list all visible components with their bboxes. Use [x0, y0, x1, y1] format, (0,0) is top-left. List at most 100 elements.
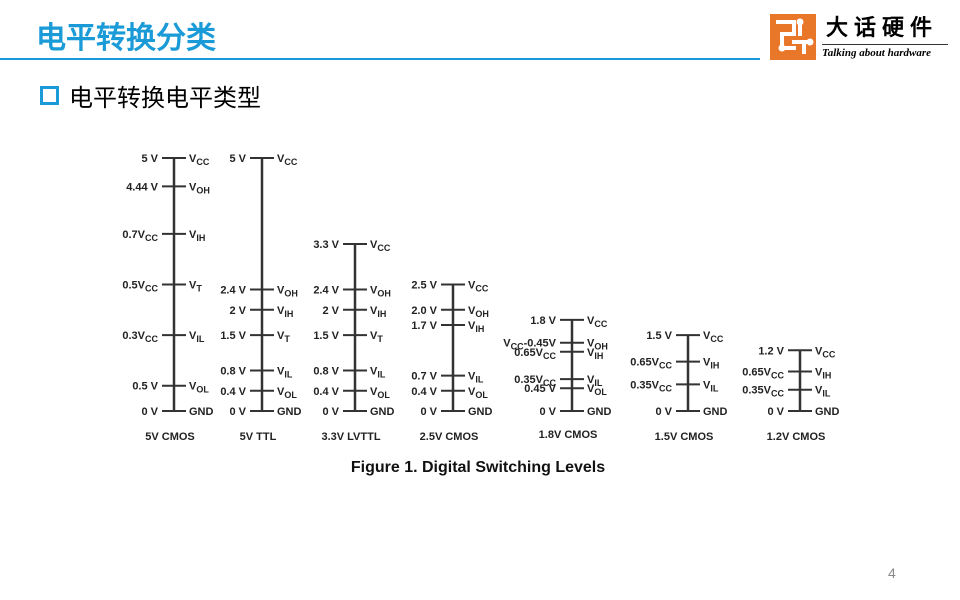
level-right-label: GND [468, 406, 493, 418]
level-left-label: 0 V [229, 406, 246, 418]
level-left-value: 1.5 V [220, 330, 246, 342]
level-right-label: GND [370, 406, 395, 418]
level-right-symbol: GND [587, 406, 612, 418]
level-right-subscript: IH [710, 361, 719, 371]
level-left-subscript: CC [659, 383, 672, 393]
level-right-symbol: V [277, 330, 285, 342]
level-right-symbol: V [587, 383, 595, 395]
level-right-label: VOL [277, 386, 297, 400]
level-right-symbol: V [189, 153, 197, 165]
level-right-label: GND [703, 406, 728, 418]
level-left-value: 2 V [322, 305, 339, 317]
level-right-symbol: V [468, 320, 476, 332]
level-left-subscript: CC [659, 361, 672, 371]
level-right-label: VT [189, 280, 202, 294]
level-left-value: V [503, 338, 511, 350]
level-right-symbol: GND [370, 406, 395, 418]
level-left-value: 0 V [767, 406, 784, 418]
level-right-label: VIH [189, 229, 205, 243]
level-left-label: 0.35VCC [514, 374, 556, 388]
level-right-label: VIH [370, 305, 386, 319]
level-left-value: 1.5 V [313, 330, 339, 342]
level-right-subscript: OL [475, 390, 488, 400]
level-left-value: 2.0 V [411, 305, 437, 317]
level-left-value: 2.4 V [313, 285, 339, 297]
level-left-value: 2.5 V [411, 280, 437, 292]
level-right-subscript: CC [822, 349, 835, 359]
level-left-label: 0.65VCC [630, 357, 672, 371]
level-left-value: 0.3V [122, 330, 145, 342]
level-left-value: 0.7V [122, 229, 145, 241]
level-right-symbol: V [587, 315, 595, 327]
level-right-symbol: GND [189, 406, 214, 418]
level-left-label: 1.7 V [411, 320, 437, 332]
logo-underline [822, 44, 948, 45]
level-left-label: 4.44 V [126, 181, 158, 193]
page-number: 4 [888, 565, 896, 581]
level-left-label: 0.4 V [313, 386, 339, 398]
level-right-label: VOH [189, 181, 210, 195]
level-right-label: VCC [703, 330, 724, 344]
bullet-text: 电平转换电平类型 [69, 84, 261, 112]
level-left-value: 0.65V [630, 357, 659, 369]
level-left-value: 0 V [655, 406, 672, 418]
level-right-symbol: V [468, 386, 476, 398]
level-left-value: 0.5V [122, 280, 145, 292]
level-right-subscript: CC [475, 284, 488, 294]
level-left-label: 2.0 V [411, 305, 437, 317]
level-left-subscript: CC [771, 389, 784, 399]
level-right-symbol: V [703, 379, 711, 391]
level-left-value: 1.7 V [411, 320, 437, 332]
level-left-value: 0.4 V [220, 386, 246, 398]
level-left-subscript: CC [771, 371, 784, 381]
level-left-label: 0.7 V [411, 371, 437, 383]
level-right-symbol: V [370, 305, 378, 317]
level-right-subscript: OH [377, 289, 391, 299]
level-right-subscript: CC [284, 157, 297, 167]
level-left-label: 0 V [420, 406, 437, 418]
level-left-label: 1.5 V [313, 330, 339, 342]
level-left-label: 1.2 V [758, 345, 784, 357]
level-left-value: 0.5 V [132, 381, 158, 393]
level-left-value: 1.8 V [530, 315, 556, 327]
level-left-label: 0.45 V [524, 383, 556, 395]
level-right-label: VCC [189, 153, 210, 167]
level-right-symbol: V [189, 280, 197, 292]
level-right-label: VCC [815, 345, 836, 359]
level-left-label: 0.3VCC [122, 330, 158, 344]
level-right-subscript: OH [475, 309, 489, 319]
level-left-label: 1.8 V [530, 315, 556, 327]
level-left-suffix: -0.45V [524, 338, 557, 350]
figure-caption: Figure 1. Digital Switching Levels [351, 459, 605, 476]
level-left-value: 1.2 V [758, 345, 784, 357]
bullet-heading: 电平转换电平类型 [40, 78, 261, 113]
level-left-label: 0 V [322, 406, 339, 418]
logo-chinese-text: 大话硬件 [826, 15, 939, 41]
level-left-label: 1.5 V [220, 330, 246, 342]
level-left-label: 0.4 V [220, 386, 246, 398]
level-left-value: 1.5 V [646, 330, 672, 342]
level-left-label: 5 V [229, 153, 246, 165]
level-right-symbol: GND [703, 406, 728, 418]
level-left-value: 0.65V [742, 367, 771, 379]
level-right-subscript: OL [284, 390, 297, 400]
level-left-subscript: CC [145, 334, 158, 344]
level-right-symbol: V [277, 366, 285, 378]
level-right-symbol: V [370, 330, 378, 342]
level-left-value: 0.8 V [220, 366, 246, 378]
level-right-subscript: OL [377, 390, 390, 400]
level-left-subscript: CC [543, 378, 556, 388]
level-right-label: VIH [587, 347, 603, 361]
level-right-symbol: V [468, 371, 476, 383]
level-right-subscript: IL [710, 383, 719, 393]
level-right-subscript: IH [377, 309, 386, 319]
slide-title: 电平转换分类 [36, 21, 216, 56]
level-right-symbol: V [189, 381, 197, 393]
level-right-symbol: V [277, 285, 285, 297]
level-right-symbol: V [815, 385, 823, 397]
level-left-label: 0.4 V [411, 386, 437, 398]
level-right-symbol: V [587, 374, 595, 386]
column-name-label: 1.5V CMOS [655, 431, 714, 443]
level-left-value: 0 V [539, 406, 556, 418]
level-right-label: VCC [277, 153, 298, 167]
